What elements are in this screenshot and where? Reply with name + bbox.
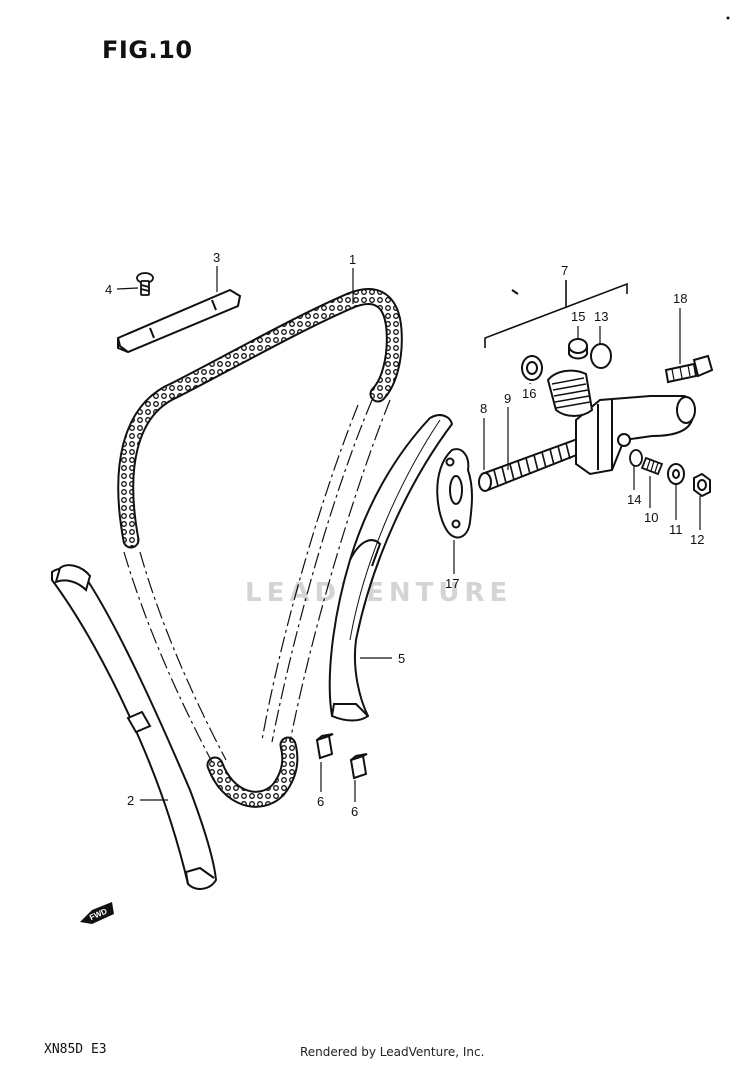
callout-16: 16 xyxy=(522,386,536,401)
callout-labels: 1 2 3 4 5 6 6 7 8 9 10 11 12 13 14 15 16… xyxy=(105,250,704,819)
gasket xyxy=(436,448,473,539)
assembly-bracket xyxy=(484,280,628,348)
screw xyxy=(136,272,154,296)
chain-guide-top xyxy=(117,288,242,354)
callout-11: 11 xyxy=(669,522,683,537)
cam-chain xyxy=(117,288,403,808)
adjust-screw xyxy=(640,456,664,476)
o-ring-small xyxy=(629,449,643,467)
callout-3: 3 xyxy=(213,250,220,265)
fwd-arrow-icon: FWD xyxy=(80,902,114,924)
chain-guide-front xyxy=(51,564,218,890)
figure-title: FIG.10 xyxy=(102,36,193,64)
callout-6b: 6 xyxy=(351,804,358,819)
callout-9: 9 xyxy=(504,391,511,406)
callout-2: 2 xyxy=(127,793,134,808)
callout-6a: 6 xyxy=(317,794,324,809)
model-code: XN85D E3 xyxy=(44,1042,107,1057)
cap xyxy=(568,338,588,360)
cushion-right xyxy=(349,753,368,780)
leader-lines xyxy=(116,266,701,802)
spring xyxy=(493,442,571,487)
watermark: LEADVENTURE xyxy=(245,578,513,608)
callout-5: 5 xyxy=(398,651,405,666)
callout-10: 10 xyxy=(644,510,658,525)
callout-17: 17 xyxy=(445,576,459,591)
tensioner-body xyxy=(546,369,696,476)
washer xyxy=(667,463,685,485)
push-rod xyxy=(478,436,586,492)
callout-15: 15 xyxy=(571,309,585,324)
callout-1: 1 xyxy=(349,252,356,267)
callout-12: 12 xyxy=(690,532,704,547)
callout-7: 7 xyxy=(561,263,568,278)
callout-13: 13 xyxy=(594,309,608,324)
nut xyxy=(693,472,711,498)
seal xyxy=(521,355,543,381)
o-ring xyxy=(590,343,612,369)
callout-4: 4 xyxy=(105,282,112,297)
callout-14: 14 xyxy=(627,492,641,507)
footer-credit: Rendered by LeadVenture, Inc. xyxy=(300,1045,485,1059)
callout-18: 18 xyxy=(673,291,687,306)
tensioner-guide xyxy=(328,414,454,722)
cushion-left xyxy=(315,733,334,760)
bolt xyxy=(664,354,714,384)
callout-8: 8 xyxy=(480,401,487,416)
